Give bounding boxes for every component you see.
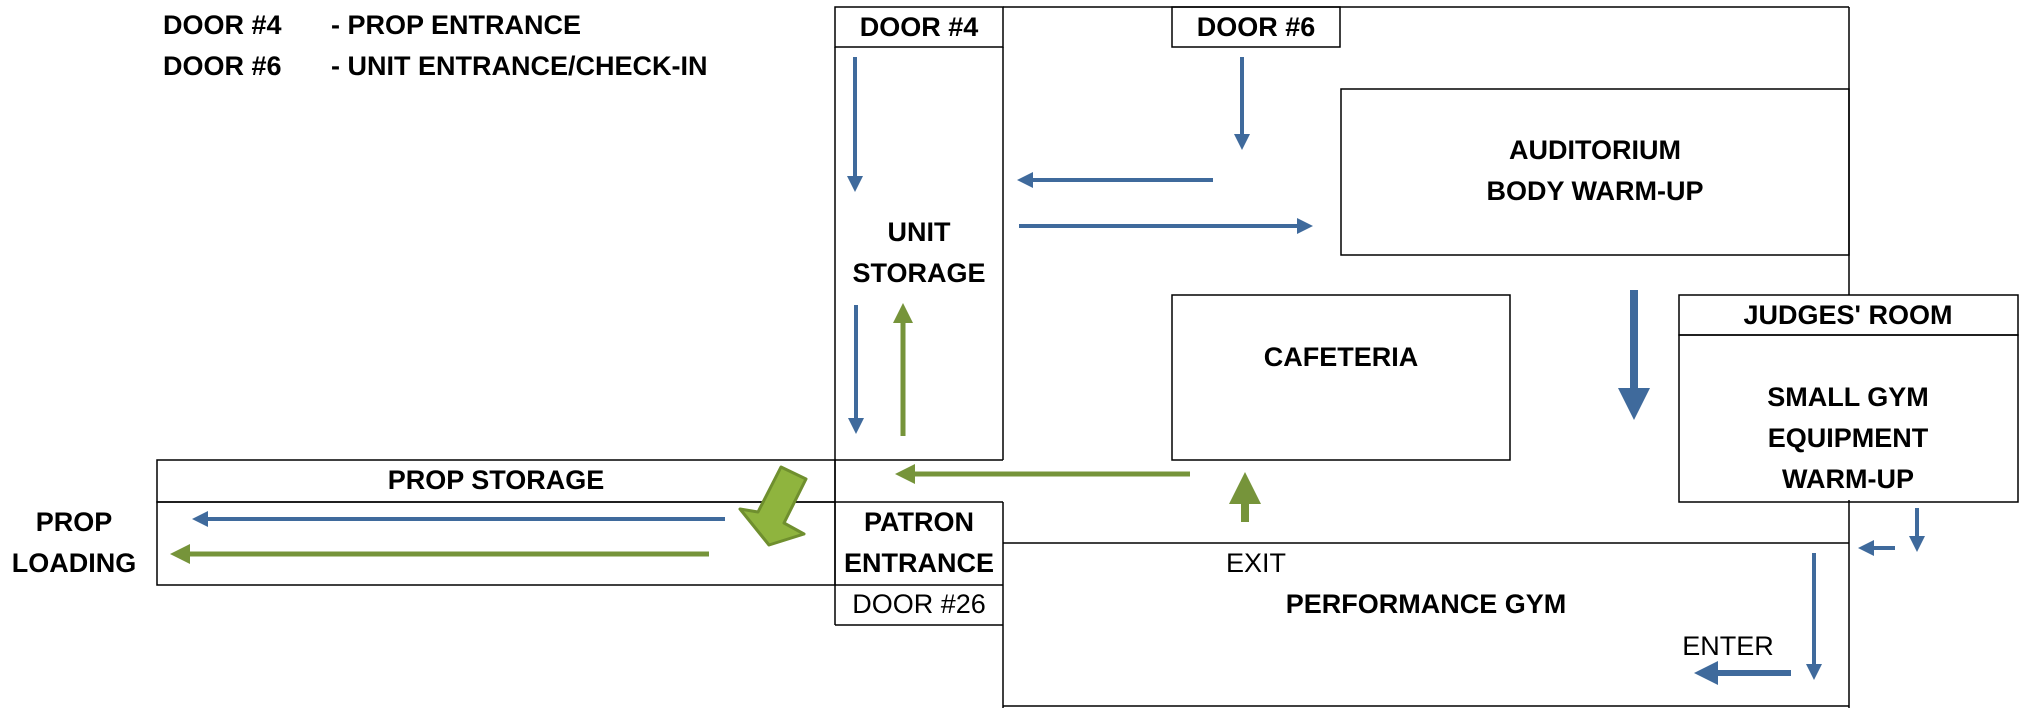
big-green-arrow xyxy=(738,465,808,547)
auditorium-label-1: AUDITORIUM xyxy=(1509,135,1681,165)
exit-label: EXIT xyxy=(1225,548,1287,578)
auditorium-box xyxy=(1340,88,1850,256)
patron-entrance-label-1: PATRON xyxy=(864,507,974,537)
enter-label: ENTER xyxy=(1682,631,1774,661)
door6-label: DOOR #6 xyxy=(1196,12,1316,42)
small-gym-label-2: EQUIPMENT xyxy=(1767,423,1929,453)
patron-entrance-label-2: ENTRANCE xyxy=(843,548,995,578)
prop-loading-label-2: LOADING xyxy=(11,548,137,578)
auditorium-label-2: BODY WARM-UP xyxy=(1486,176,1704,206)
door4-box xyxy=(834,6,1004,48)
cafeteria-box xyxy=(1171,294,1511,461)
unit-storage-label-1: UNIT xyxy=(887,217,951,247)
cafeteria-label: CAFETERIA xyxy=(1263,342,1419,372)
prop-loading-label-1: PROP xyxy=(35,507,113,537)
performance-gym-label: PERFORMANCE GYM xyxy=(1285,589,1567,619)
door6-box xyxy=(1171,6,1341,48)
legend-door4: DOOR #4 xyxy=(163,10,282,40)
door4-label: DOOR #4 xyxy=(859,12,979,42)
small-gym-box xyxy=(1678,334,2019,503)
prop-loading-area xyxy=(156,501,836,586)
unit-storage-label-2: STORAGE xyxy=(852,258,986,288)
legend-door6-desc: - UNIT ENTRANCE/CHECK-IN xyxy=(331,51,708,81)
small-gym-label-1: SMALL GYM xyxy=(1767,382,1929,412)
legend-door4-desc: - PROP ENTRANCE xyxy=(331,10,582,40)
door26-label: DOOR #26 xyxy=(852,589,986,619)
legend-door6: DOOR #6 xyxy=(163,51,282,81)
small-gym-label-3: WARM-UP xyxy=(1782,464,1914,494)
judges-room-label: JUDGES' ROOM xyxy=(1743,300,1953,330)
prop-storage-label: PROP STORAGE xyxy=(387,465,605,495)
